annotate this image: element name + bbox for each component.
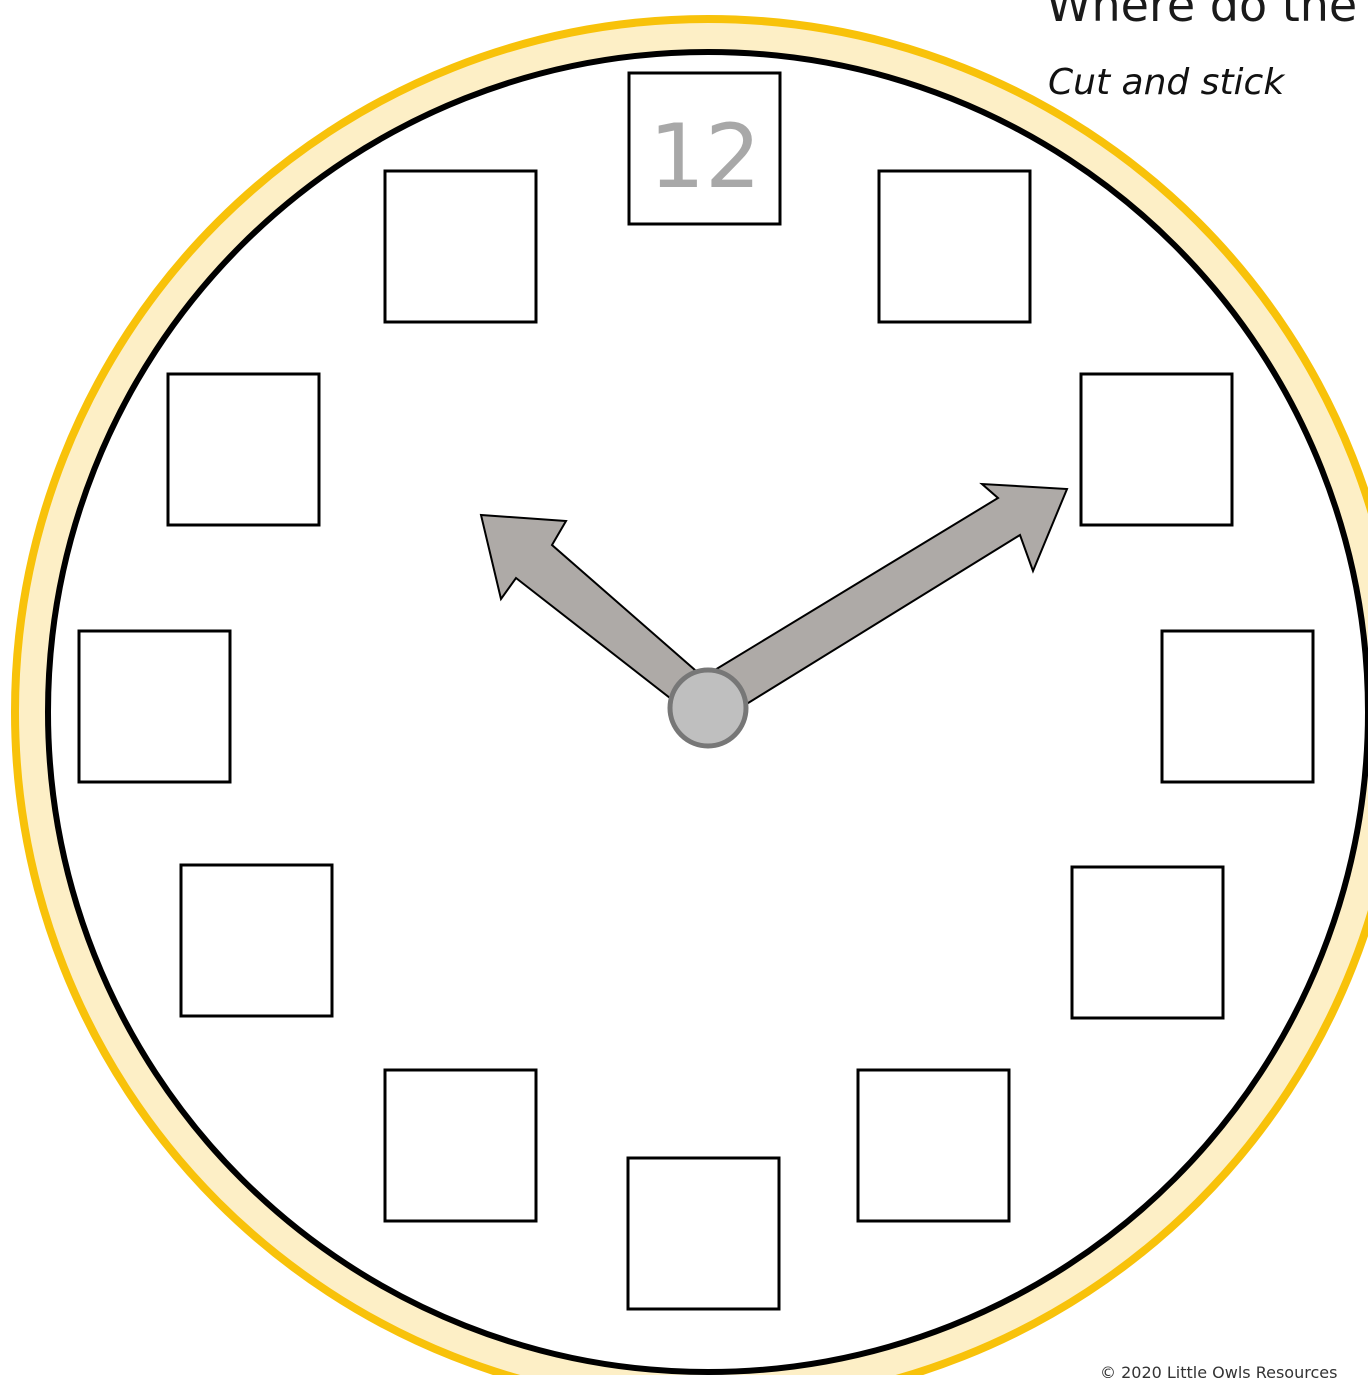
number-box-10[interactable] — [168, 374, 319, 525]
number-box-7[interactable] — [385, 1070, 536, 1221]
number-box-5[interactable] — [858, 1070, 1009, 1221]
number-box-9[interactable] — [79, 631, 230, 782]
number-box-2[interactable] — [1081, 374, 1232, 525]
number-box-1 — [879, 171, 1030, 322]
number-box-4[interactable] — [1072, 867, 1223, 1018]
number-box-6[interactable] — [628, 1158, 779, 1309]
number-box-8[interactable] — [181, 865, 332, 1016]
worksheet-title: Where do the — [1046, 0, 1357, 32]
number-box-3[interactable] — [1162, 631, 1313, 782]
clock-number-12: 12 — [649, 105, 761, 208]
clock-center-hub — [670, 670, 746, 746]
worksheet-instruction: Cut and stick — [1048, 62, 1284, 103]
copyright-notice: © 2020 Little Owls Resources — [1100, 1363, 1337, 1382]
number-box-11[interactable] — [385, 171, 536, 322]
